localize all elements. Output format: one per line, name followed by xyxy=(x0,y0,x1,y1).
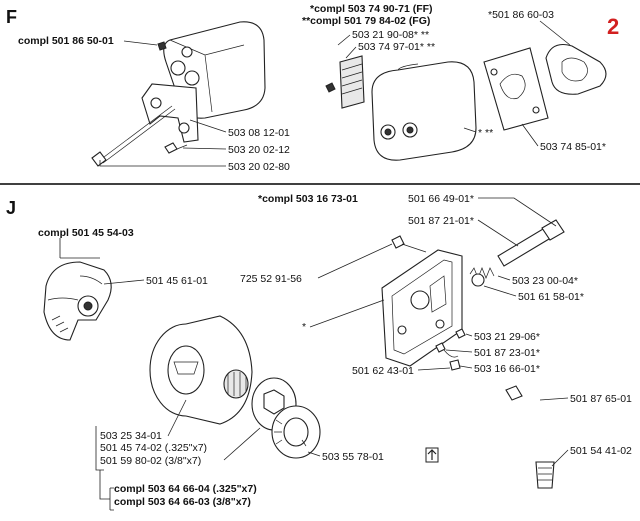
leader xyxy=(223,427,261,461)
label-screw: 725 52 91-56 xyxy=(240,273,302,285)
pump-screw-drawing xyxy=(391,235,427,253)
label-compl-drum2: compl 503 64 66-03 (3/8"x7) xyxy=(114,496,251,508)
leader xyxy=(497,275,511,281)
label-screen: 503 21 90-08* ** xyxy=(352,29,429,41)
section-j-letter: J xyxy=(6,198,16,218)
label-spring: 503 23 00-04* xyxy=(512,275,578,287)
pump-shaft-drawing xyxy=(497,219,565,267)
leader xyxy=(337,34,351,46)
leader xyxy=(123,40,158,46)
label-sprocket2: 501 59 80-02 (3/8"x7) xyxy=(100,455,201,467)
bolt-drawing xyxy=(91,105,176,167)
leader xyxy=(463,127,477,133)
leader xyxy=(459,365,473,369)
label-plate: 503 74 85-01* xyxy=(540,141,606,153)
leader xyxy=(551,449,569,467)
label-pump-piston: 501 87 21-01* xyxy=(408,215,474,227)
leader xyxy=(182,147,227,150)
label-sprocket1: 501 45 74-02 (.325"x7) xyxy=(100,442,207,454)
clutch-drawing xyxy=(43,261,112,341)
leader xyxy=(539,20,571,46)
spark-screen-drawing xyxy=(325,55,365,109)
label-filter: 501 54 41-02 xyxy=(570,445,632,457)
label-fitting: 501 62 43-01 xyxy=(352,365,414,377)
label-compl-pump: *compl 503 16 73-01 xyxy=(258,193,358,205)
screw-drawing xyxy=(164,142,188,154)
leader xyxy=(483,285,517,297)
oil-pipe-drawing xyxy=(505,385,548,441)
label-gasket: *501 86 60-03 xyxy=(488,9,554,21)
leader xyxy=(59,238,100,259)
small-parts-drawing xyxy=(435,328,466,371)
leader xyxy=(167,399,187,437)
leader xyxy=(309,299,385,328)
label-clutch-shoe: 501 45 61-01 xyxy=(146,275,208,287)
oil-pump-drawing xyxy=(381,249,463,367)
leader xyxy=(478,197,557,227)
label-rim: 503 55 78-01 xyxy=(322,451,384,463)
label-screen2: 503 74 97-01* ** xyxy=(358,41,435,53)
label-screw3: 501 87 23-01* xyxy=(474,347,540,359)
needle-bearing-drawing xyxy=(223,369,249,399)
leader xyxy=(445,349,473,353)
gasket-drawing xyxy=(545,43,607,95)
label-compl-drum1: compl 503 64 66-04 (.325"x7) xyxy=(114,483,257,495)
label-star-marks: * ** xyxy=(478,127,493,139)
leader xyxy=(103,279,145,285)
label-star: * xyxy=(302,321,306,333)
label-hose: 503 16 66-01* xyxy=(474,363,540,375)
up-arrow-icon xyxy=(427,449,437,460)
oil-filter-drawing xyxy=(535,461,555,489)
label-compl-muffler: compl 501 86 50-01 xyxy=(18,35,114,47)
leader xyxy=(95,426,104,471)
label-screw2: 503 21 29-06* xyxy=(474,331,540,343)
spring-drawing xyxy=(469,267,495,287)
label-bolt: 503 20 02-80 xyxy=(228,161,290,173)
page-badge: 2 xyxy=(607,14,619,39)
label-compl-clutch: compl 501 45 54-03 xyxy=(38,227,134,239)
leader xyxy=(345,46,357,59)
leader xyxy=(539,397,569,401)
section-f-letter: F xyxy=(6,7,17,27)
label-compl-ff: *compl 503 74 90-71 (FF) xyxy=(310,3,433,15)
leader xyxy=(317,243,393,279)
label-compl-fg: **compl 501 79 84-02 (FG) xyxy=(302,15,430,27)
leader xyxy=(477,219,519,247)
muffler-cover-drawing xyxy=(371,61,477,161)
label-drum: 503 25 34-01 xyxy=(100,430,162,442)
label-screw: 503 20 02-12 xyxy=(228,144,290,156)
leader xyxy=(189,119,227,133)
label-pump-shaft: 501 66 49-01* xyxy=(408,193,474,205)
leader xyxy=(99,160,226,167)
gasket-plate-drawing xyxy=(483,47,549,131)
rim-sprocket-drawing xyxy=(271,405,321,459)
label-pipe: 501 87 65-01 xyxy=(570,393,632,405)
label-plug: 501 61 58-01* xyxy=(518,291,584,303)
leader xyxy=(465,333,473,337)
leader xyxy=(417,367,451,371)
leader xyxy=(307,451,321,457)
label-bracket: 503 08 12-01 xyxy=(228,127,290,139)
leader xyxy=(99,470,114,511)
leader xyxy=(521,123,539,147)
